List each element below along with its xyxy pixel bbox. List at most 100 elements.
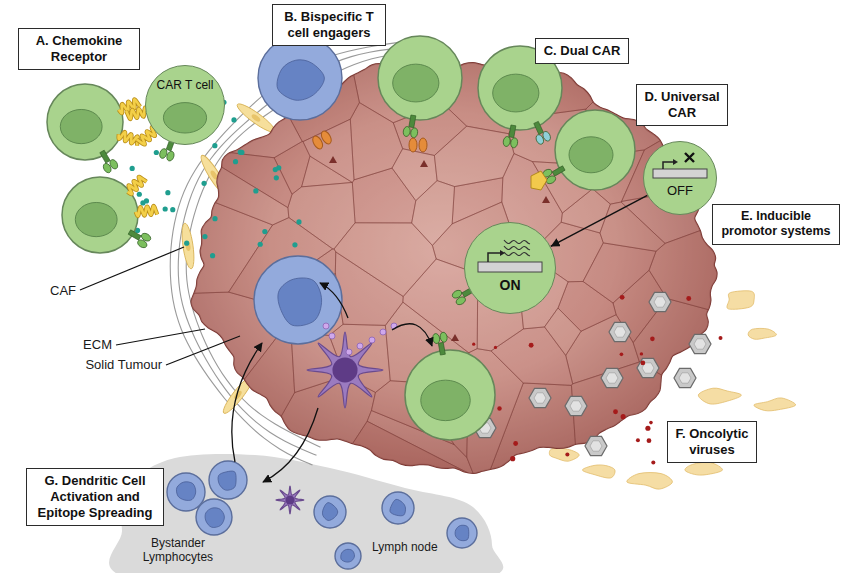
dendritic-body xyxy=(276,486,304,514)
process-arrow xyxy=(263,408,318,482)
chemokine-dot xyxy=(239,150,244,155)
virus-particle xyxy=(497,406,501,410)
virus-core xyxy=(654,297,666,307)
dendritic-body xyxy=(307,332,383,408)
chemokine-receptor xyxy=(125,175,147,195)
car-domain xyxy=(502,136,510,147)
tumour-cell-outline xyxy=(583,243,656,303)
annotation-label: ECM xyxy=(83,337,112,353)
oncolytic-virus xyxy=(637,358,659,377)
bystander-lymphocyte xyxy=(335,543,361,569)
chemokine-dot xyxy=(137,192,142,197)
dendritic-cell xyxy=(276,486,304,514)
chemokine-dot xyxy=(130,166,135,171)
bystander-lymphocyte xyxy=(314,496,346,528)
car-receptor xyxy=(126,226,152,249)
cell-nucleus xyxy=(455,525,469,540)
leader-line xyxy=(166,336,240,365)
dendritic-nucleus xyxy=(332,357,357,382)
cell-nucleus xyxy=(341,549,355,562)
virus-core xyxy=(590,441,602,451)
cell-body xyxy=(382,492,414,524)
annotation-label: Solid Tumour xyxy=(85,357,162,373)
cell-body xyxy=(447,518,477,548)
strategy-box: D. Universal CAR xyxy=(636,84,728,126)
car-t-cell-figure xyxy=(47,84,123,160)
car-receptor xyxy=(432,332,450,356)
cell-interior xyxy=(643,141,717,215)
virus-particle xyxy=(621,414,626,419)
chemokine-dot xyxy=(165,190,170,195)
bispecific-engager xyxy=(311,129,334,150)
process-arrow xyxy=(320,283,348,318)
cell-nucleus xyxy=(278,278,322,326)
receptor-coil xyxy=(135,206,157,217)
car-domain xyxy=(510,137,518,148)
tumour-lymphocyte xyxy=(258,36,342,120)
chemokine-dot xyxy=(212,143,217,148)
caf-nucleus xyxy=(251,113,262,123)
engager-domain xyxy=(409,138,417,152)
car-receptor xyxy=(96,148,119,174)
antigen-dot xyxy=(329,333,335,339)
oncolytic-virus xyxy=(529,388,551,407)
tumour-debris xyxy=(549,448,579,461)
car-stem xyxy=(100,150,110,163)
cell-body xyxy=(209,461,247,499)
cell-body xyxy=(258,36,342,120)
chemokine-dot xyxy=(233,159,238,164)
chemokine-dot xyxy=(273,167,278,172)
virus-particle xyxy=(510,456,515,461)
antigen-dot xyxy=(380,329,386,335)
tumour-debris xyxy=(627,473,673,490)
car-stem xyxy=(128,230,141,240)
chemokine-dot xyxy=(292,242,297,247)
tumour-cells xyxy=(180,40,730,490)
car-t-cell-figure xyxy=(62,177,138,253)
tumour-antigen xyxy=(542,196,550,203)
bystander-lymphocyte xyxy=(167,473,205,511)
leader-lines xyxy=(80,247,240,365)
virus-core xyxy=(534,393,546,403)
oncolytic-virus xyxy=(674,368,696,387)
virus-particle xyxy=(640,352,643,355)
universal-adaptor xyxy=(531,171,547,190)
car-stem xyxy=(552,166,565,176)
virus-particle xyxy=(494,346,497,349)
antigen-dot xyxy=(346,349,352,355)
engager-domain xyxy=(311,134,325,150)
car-stem xyxy=(409,115,416,128)
cell-nucleus xyxy=(421,380,471,421)
cell-label: ON xyxy=(465,277,555,294)
tumour-lymphocyte xyxy=(254,256,342,344)
cell-nucleus xyxy=(569,137,613,173)
cell-body xyxy=(62,177,138,253)
receptor-outline xyxy=(125,175,147,195)
blocked-mark xyxy=(685,153,694,162)
tumour-cell-outline xyxy=(334,223,436,297)
tumour-cell-outline xyxy=(303,119,354,182)
virus-particle xyxy=(620,353,624,357)
virus-particle xyxy=(620,295,625,300)
oncolytic-virus xyxy=(609,322,631,341)
dendritic-nucleus xyxy=(285,495,294,504)
oncolytic-virus xyxy=(565,396,587,415)
bystander-lymphocyte xyxy=(196,499,232,535)
transcript-wave xyxy=(504,252,530,256)
car-domain xyxy=(136,238,148,249)
receptor-outline xyxy=(135,206,157,217)
virus-core xyxy=(606,373,618,383)
car-t-cell-figure xyxy=(555,110,635,190)
chemokine-dot xyxy=(258,242,263,247)
box-label: G. Dendritic Cell Activation and Epitope… xyxy=(33,473,157,521)
chemokine-dot xyxy=(231,117,236,122)
box-label: C. Dual CAR xyxy=(542,43,622,59)
chemokine-dot xyxy=(202,234,207,239)
process-arrow xyxy=(232,343,262,462)
strategy-box: C. Dual CAR xyxy=(535,38,629,64)
antigen-dot xyxy=(357,343,363,349)
tumour-debris xyxy=(727,291,754,310)
